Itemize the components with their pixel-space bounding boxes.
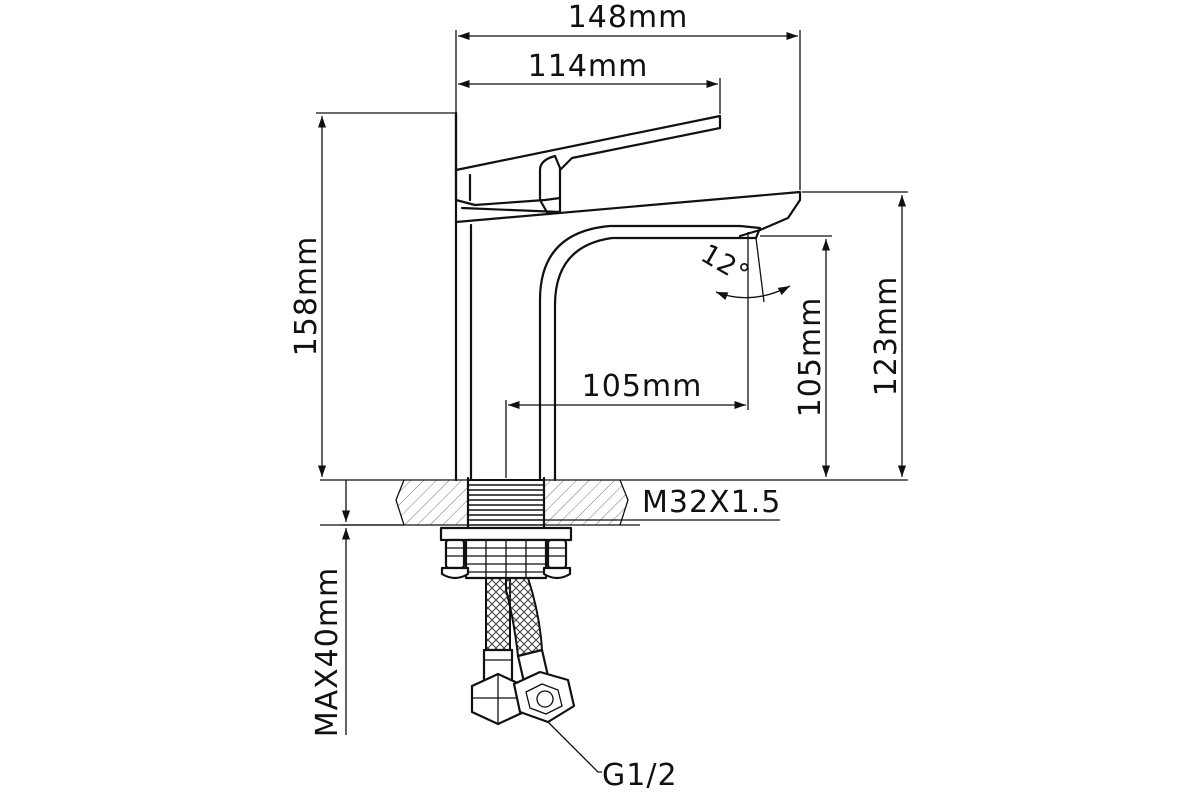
dim-label-angle: 12° bbox=[695, 239, 755, 291]
faucet-body bbox=[454, 111, 802, 482]
dim-handle-width: 114mm bbox=[458, 49, 721, 114]
thread-label: M32X1.5 bbox=[642, 485, 781, 520]
dim-max-thickness: MAX40mm bbox=[310, 480, 404, 737]
hose-connection-callout: G1/2 bbox=[547, 721, 678, 793]
mounting-bolt-right bbox=[542, 538, 572, 580]
dim-label-105-horizontal: 105mm bbox=[582, 369, 703, 404]
dim-spout-reach: 105mm bbox=[505, 232, 749, 478]
mounting-bolt-left bbox=[440, 538, 470, 580]
dim-label-max40: MAX40mm bbox=[310, 567, 345, 738]
threaded-shank bbox=[466, 476, 546, 532]
dim-total-height: 158mm bbox=[289, 112, 456, 477]
flexible-hose-left bbox=[482, 577, 514, 682]
dim-spout-height: 105mm bbox=[760, 235, 832, 477]
mounting-nut bbox=[439, 526, 573, 580]
dim-outlet-height: 123mm bbox=[640, 191, 908, 481]
hose-nut-right bbox=[512, 670, 576, 724]
dim-label-158: 158mm bbox=[289, 236, 324, 357]
dim-label-123: 123mm bbox=[869, 276, 904, 397]
dim-label-105-vertical: 105mm bbox=[793, 297, 828, 418]
thread-callout: M32X1.5 bbox=[544, 485, 781, 521]
dim-label-114: 114mm bbox=[528, 49, 649, 84]
dim-angle: 12° bbox=[695, 237, 791, 303]
dim-label-148: 148mm bbox=[568, 0, 689, 35]
hose-connection-label: G1/2 bbox=[602, 758, 678, 793]
dim-overall-width: 148mm bbox=[455, 0, 801, 190]
